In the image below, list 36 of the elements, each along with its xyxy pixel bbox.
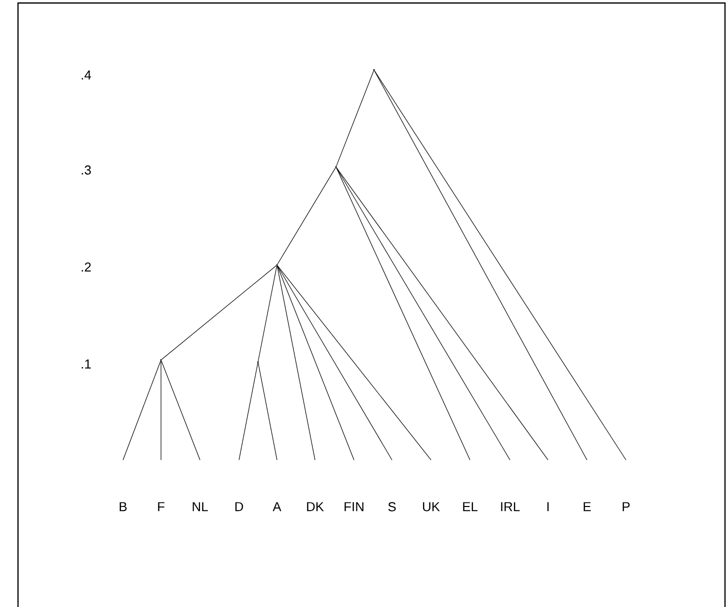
leaf-label: E (584, 502, 591, 512)
axis-tick-label: .1 (82, 360, 91, 368)
branch-line (336, 168, 470, 460)
leaf-label: D (235, 502, 244, 512)
branch-line (336, 168, 510, 460)
leaf-label: S (388, 502, 396, 512)
leaf-label: FIN (344, 502, 364, 512)
leaf-label: EL (463, 502, 478, 512)
branch-line (258, 266, 278, 362)
leaf-label: IRL (501, 502, 520, 512)
branch-line (238, 362, 258, 460)
branch-line (276, 266, 316, 460)
leaf-label: UK (423, 502, 440, 512)
axis-tick-label: .3 (82, 165, 91, 175)
branch-line (374, 70, 626, 460)
leaf-label: NL (192, 502, 208, 512)
branch-line (277, 265, 432, 460)
branch-line (277, 266, 354, 460)
branch-line (336, 168, 548, 460)
leaf-label: B (120, 502, 127, 512)
branch-line (336, 70, 374, 166)
branch-line (161, 360, 200, 460)
branch-line (161, 265, 277, 360)
leaf-label: DK (307, 502, 324, 512)
leaf-label: P (622, 502, 630, 512)
branch-line (258, 362, 278, 460)
axis-tick-label: .4 (82, 70, 92, 80)
leaf-label: F (158, 502, 164, 512)
branch-line (277, 168, 336, 264)
leaf-label: I (547, 502, 549, 512)
branch-line (374, 70, 588, 460)
branch-line (122, 360, 161, 460)
leaf-label: A (272, 502, 282, 512)
axis-tick-label: .2 (82, 262, 91, 272)
branch-line (277, 266, 392, 460)
branch-line (160, 360, 162, 460)
